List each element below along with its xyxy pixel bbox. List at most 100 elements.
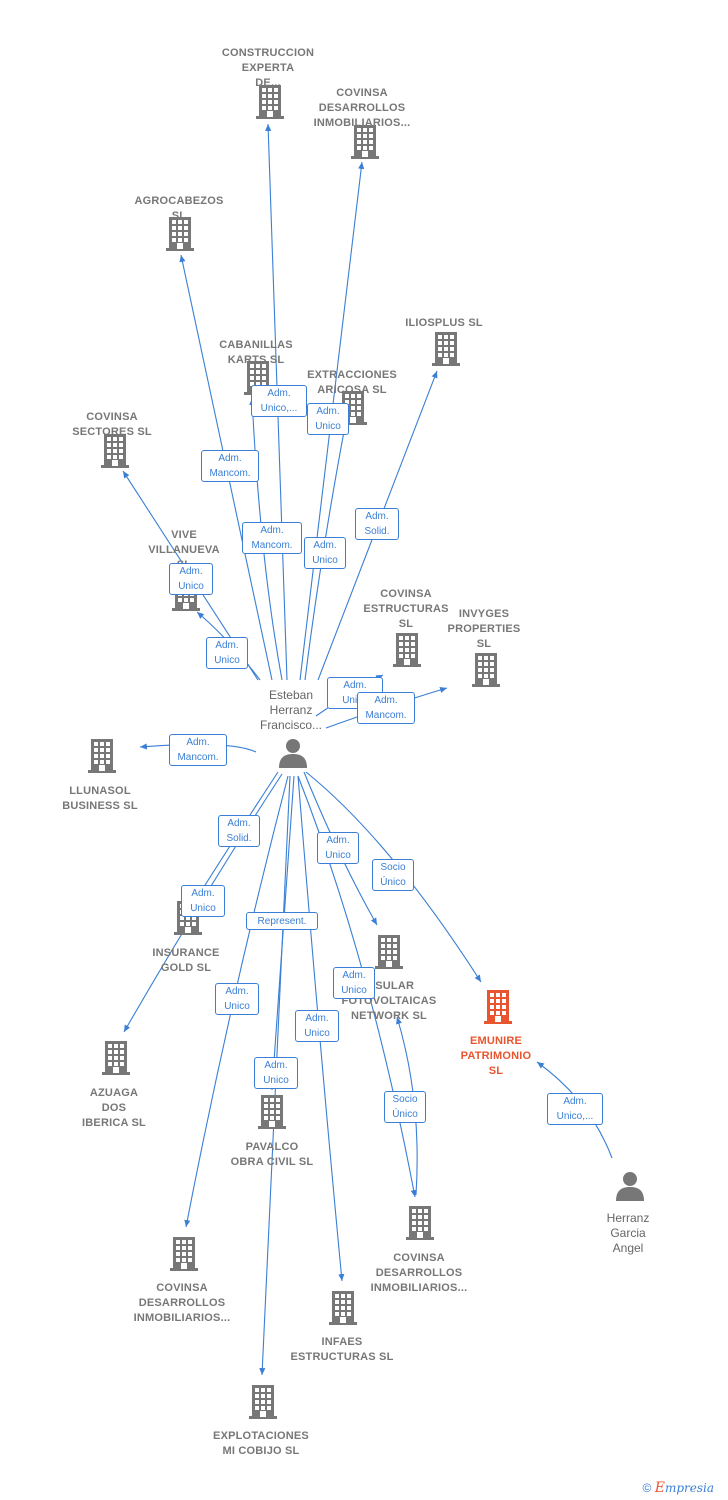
- company-label-covinsa_des3-line: INMOBILIARIOS...: [133, 1312, 231, 1324]
- relation-badge-r3[interactable]: Adm.Mancom.: [201, 450, 259, 482]
- relation-badge-r1[interactable]: Adm. Unico,...: [251, 385, 307, 417]
- relation-badge-r18[interactable]: Adm.Unico: [215, 983, 259, 1015]
- relation-badge-r6[interactable]: Adm.Unico: [304, 537, 346, 569]
- company-label-explotaciones-line: EXPLOTACIONES: [213, 1430, 309, 1442]
- relation-badge-r16[interactable]: Represent.: [246, 912, 318, 930]
- person-label-esteban-line: Francisco...: [259, 718, 322, 732]
- company-label-construccion-line: EXPERTA: [241, 62, 295, 74]
- company-label-construccion-line: CONSTRUCCION: [221, 47, 315, 59]
- relation-badge-r12[interactable]: Adm.Solid.: [218, 815, 260, 847]
- company-label-insurance-line: INSURANCE: [152, 947, 220, 959]
- relation-badge-r10[interactable]: Adm.Mancom.: [357, 692, 415, 724]
- building-icon-covinsa_estructuras[interactable]: [391, 632, 423, 668]
- building-icon-construccion[interactable]: [254, 84, 286, 120]
- relation-badge-r19[interactable]: Adm. Unico: [295, 1010, 339, 1042]
- building-icon-explotaciones[interactable]: [247, 1384, 279, 1420]
- person-label-herranz-line: Garcia: [610, 1226, 646, 1240]
- person-icon-esteban[interactable]: [278, 738, 308, 768]
- company-label-covinsa_des3-line: DESARROLLOS: [138, 1297, 226, 1309]
- relation-text: Unico,...: [260, 403, 298, 414]
- relation-text: Adm.: [264, 1060, 288, 1071]
- building-icon-agrocabezos[interactable]: [164, 216, 196, 252]
- building-icon-covinsa_sectores[interactable]: [99, 433, 131, 469]
- relation-badge-r15[interactable]: Adm.Unico: [181, 885, 225, 917]
- building-icon-azuaga[interactable]: [100, 1040, 132, 1076]
- building-icon-pavalco[interactable]: [256, 1094, 288, 1130]
- company-label-invyges-line: SL: [476, 638, 492, 650]
- relation-text: Unico: [342, 695, 368, 706]
- company-label-explotaciones-line: MI COBIJO SL: [222, 1445, 300, 1457]
- relation-badge-r2[interactable]: Adm.Unico: [307, 403, 349, 435]
- building-icon-invyges[interactable]: [470, 652, 502, 688]
- person-label-herranz-line: Herranz: [606, 1211, 650, 1225]
- relation-text: Unico: [304, 1028, 330, 1039]
- relation-text: Unico: [263, 1075, 289, 1086]
- company-label-covinsa_estructuras-line: COVINSA: [380, 588, 432, 600]
- company-label-covinsa_des1-line: COVINSA: [336, 87, 388, 99]
- relation-badge-r22[interactable]: Adm.Unico,...: [547, 1093, 603, 1125]
- company-label-cabanillas-line: KARTS SL: [227, 354, 285, 366]
- building-icon-covinsa_des2[interactable]: [404, 1205, 436, 1241]
- relation-badge-r11[interactable]: Adm.Mancom.: [169, 734, 227, 766]
- company-label-explotaciones[interactable]: EXPLOTACIONES MI COBIJO SL: [181, 1429, 341, 1459]
- relation-text: Mancom.: [251, 540, 293, 551]
- building-icon-llunasol[interactable]: [86, 738, 118, 774]
- building-icon-insular[interactable]: [373, 934, 405, 970]
- relation-badge-r13[interactable]: Adm.Unico: [317, 832, 359, 864]
- relation-badge-r17[interactable]: Adm.Unico: [333, 967, 375, 999]
- brand-initial: E: [654, 1480, 665, 1496]
- relation-text: Adm.: [305, 1013, 329, 1024]
- relation-text: Mancom.: [365, 710, 407, 721]
- relation-text: Adm.: [215, 640, 239, 651]
- company-label-agrocabezos-line: SL: [171, 210, 187, 222]
- relation-text: Socio: [392, 1094, 418, 1105]
- company-label-azuaga-line: AZUAGA: [89, 1087, 139, 1099]
- relation-text: Adm.: [267, 388, 291, 399]
- relation-badge-r4[interactable]: Adm.Solid.: [355, 508, 399, 540]
- company-label-covinsa_estructuras[interactable]: COVINSA ESTRUCTURAS SL: [326, 587, 486, 632]
- building-icon-infaes[interactable]: [327, 1290, 359, 1326]
- person-icon-herranz[interactable]: [615, 1171, 645, 1201]
- relation-badge-r5[interactable]: Adm.Mancom.: [242, 522, 302, 554]
- company-label-covinsa_sectores-line: COVINSA: [86, 411, 138, 423]
- relation-badge-r20[interactable]: Adm. Unico: [254, 1057, 298, 1089]
- relation-text: Adm.: [343, 680, 367, 691]
- building-icon-iliosplus[interactable]: [430, 331, 462, 367]
- relation-text: Unico: [214, 655, 240, 666]
- company-label-covinsa_estructuras-line: ESTRUCTURAS: [363, 603, 449, 615]
- person-label-esteban-line: Esteban: [268, 688, 314, 702]
- company-label-covinsa_des1-line: DESARROLLOS: [318, 102, 406, 114]
- company-label-cabanillas[interactable]: CABANILLAS KARTS SL: [176, 338, 336, 368]
- company-label-iliosplus[interactable]: ILIOSPLUS SL: [364, 316, 524, 331]
- building-icon-covinsa_des1[interactable]: [349, 124, 381, 160]
- relation-badge-r7[interactable]: Adm.Unico: [169, 563, 213, 595]
- company-label-covinsa_estructuras-line: SL: [398, 618, 414, 630]
- company-label-covinsa_des2-line: COVINSA: [393, 1252, 445, 1264]
- building-icon-covinsa_des3[interactable]: [168, 1236, 200, 1272]
- company-label-extracciones-line: ARICOSA SL: [317, 384, 387, 396]
- building-icon-emunire[interactable]: [482, 989, 514, 1025]
- relation-text: Adm.: [365, 511, 389, 522]
- company-label-cabanillas-line: CABANILLAS: [219, 339, 293, 351]
- brand-name: mpresia: [664, 1481, 714, 1495]
- relation-badge-r8[interactable]: Adm. Unico: [206, 637, 248, 669]
- relation-text: Unico: [190, 903, 216, 914]
